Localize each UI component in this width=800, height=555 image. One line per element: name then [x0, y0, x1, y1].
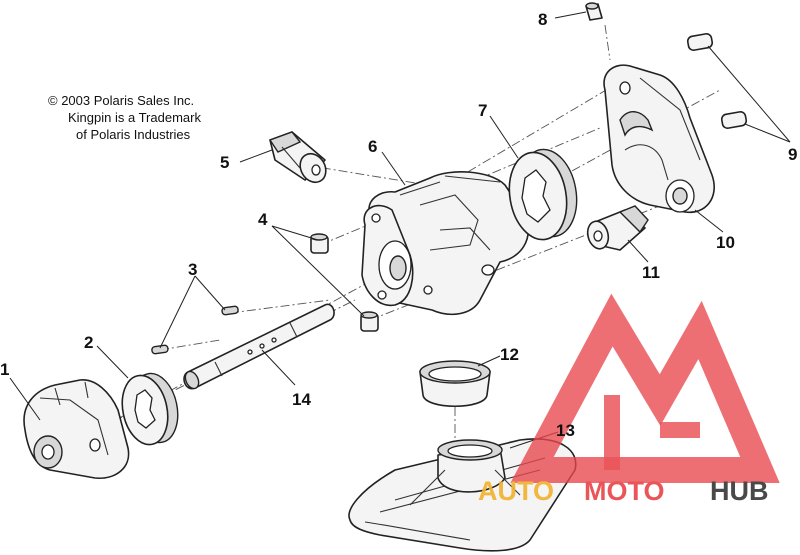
copyright-line-2: Kingpin is a Trademark: [68, 110, 201, 125]
callout-3: 3: [188, 260, 197, 279]
copyright-line-3: of Polaris Industries: [76, 127, 191, 142]
part-pins: [151, 305, 239, 355]
callout-10: 10: [716, 233, 735, 252]
watermark-text-moto: MOTO: [584, 476, 665, 506]
callout-numbers: 1 2 3 4 5 6 7 8 9 10 11 12 13 14: [0, 10, 797, 440]
part-dowels: [310, 233, 379, 332]
copyright-notice: © 2003 Polaris Sales Inc. Kingpin is a T…: [48, 93, 201, 142]
watermark-logo: AUTO MOTO HUB: [478, 293, 780, 506]
part-gear-rotor: [121, 372, 179, 446]
callout-12: 12: [500, 345, 519, 364]
part-shaft: [183, 303, 335, 390]
part-seal-ring: [419, 360, 491, 408]
part-pump-housing: [361, 171, 529, 316]
callout-7: 7: [478, 101, 487, 120]
watermark-text-hub: HUB: [710, 476, 769, 506]
callout-13: 13: [556, 421, 575, 440]
callout-2: 2: [84, 333, 93, 352]
part-end-cover: [23, 379, 130, 479]
callout-14: 14: [292, 390, 311, 409]
callout-8: 8: [538, 10, 547, 29]
callout-5: 5: [220, 153, 229, 172]
part-dowel-pins-right: [686, 33, 748, 129]
copyright-line-1: © 2003 Polaris Sales Inc.: [48, 93, 194, 108]
callout-11: 11: [642, 263, 660, 282]
callout-1: 1: [0, 360, 9, 379]
callout-6: 6: [368, 137, 377, 156]
leader-lines: [9, 11, 791, 449]
callout-4: 4: [258, 210, 268, 229]
part-small-bushing: [585, 2, 603, 21]
part-fitting-right: [586, 205, 649, 251]
part-back-cover: [603, 64, 715, 214]
part-gear-rotor-large: [508, 148, 578, 241]
callout-9: 9: [788, 145, 797, 164]
watermark-triangle-icon: [510, 293, 780, 483]
watermark-text-auto: AUTO: [478, 476, 554, 506]
part-fitting-left: [268, 131, 327, 184]
